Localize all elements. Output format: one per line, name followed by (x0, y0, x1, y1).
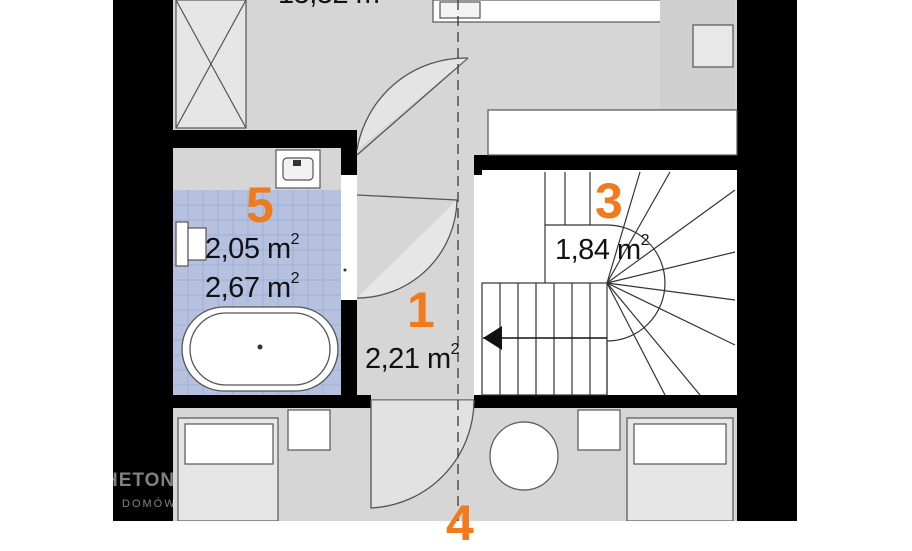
washbasin (275, 149, 321, 189)
stair-bottom-wall (474, 395, 737, 408)
wardrobe (175, 0, 247, 129)
room-1-area: 2,21 m2 (365, 341, 460, 375)
top-room-area: 15,52 m (278, 0, 380, 9)
bath-drain (343, 268, 347, 272)
stairs-winding (544, 171, 736, 396)
room-3-area: 1,84 m2 (555, 232, 650, 266)
bottom-door (370, 399, 475, 509)
room-number-5: 5 (246, 177, 274, 233)
bath-door (356, 194, 458, 299)
watermark-brand: HETON (104, 470, 176, 491)
left-outer-wall (113, 0, 173, 521)
room-number-1: 1 (407, 282, 435, 338)
right-outer-wall (737, 0, 797, 521)
stair-direction-arrow (483, 326, 607, 350)
bath-right-wall-lower (341, 300, 357, 408)
room-5-area-2: 2,67 m2 (205, 270, 300, 304)
bottom-room-furniture (177, 409, 734, 521)
floor-plan (113, 0, 797, 521)
hall-door-top (356, 57, 469, 156)
hall-right-wall (474, 155, 482, 175)
bath-right-wall-upper (341, 130, 357, 175)
room-number-3: 3 (595, 173, 623, 229)
toilet (175, 221, 207, 267)
stairs-straight (481, 282, 608, 396)
top-room-furniture (432, 0, 738, 156)
stair-top-wall (474, 155, 737, 170)
room-5-area-1: 2,05 m2 (205, 231, 300, 265)
bath-top-wall (173, 130, 357, 148)
bath-bottom-wall (173, 395, 371, 408)
room-number-4: 4 (446, 495, 474, 551)
bathtub (181, 306, 339, 392)
watermark-sub: DOMÓW (122, 498, 177, 510)
